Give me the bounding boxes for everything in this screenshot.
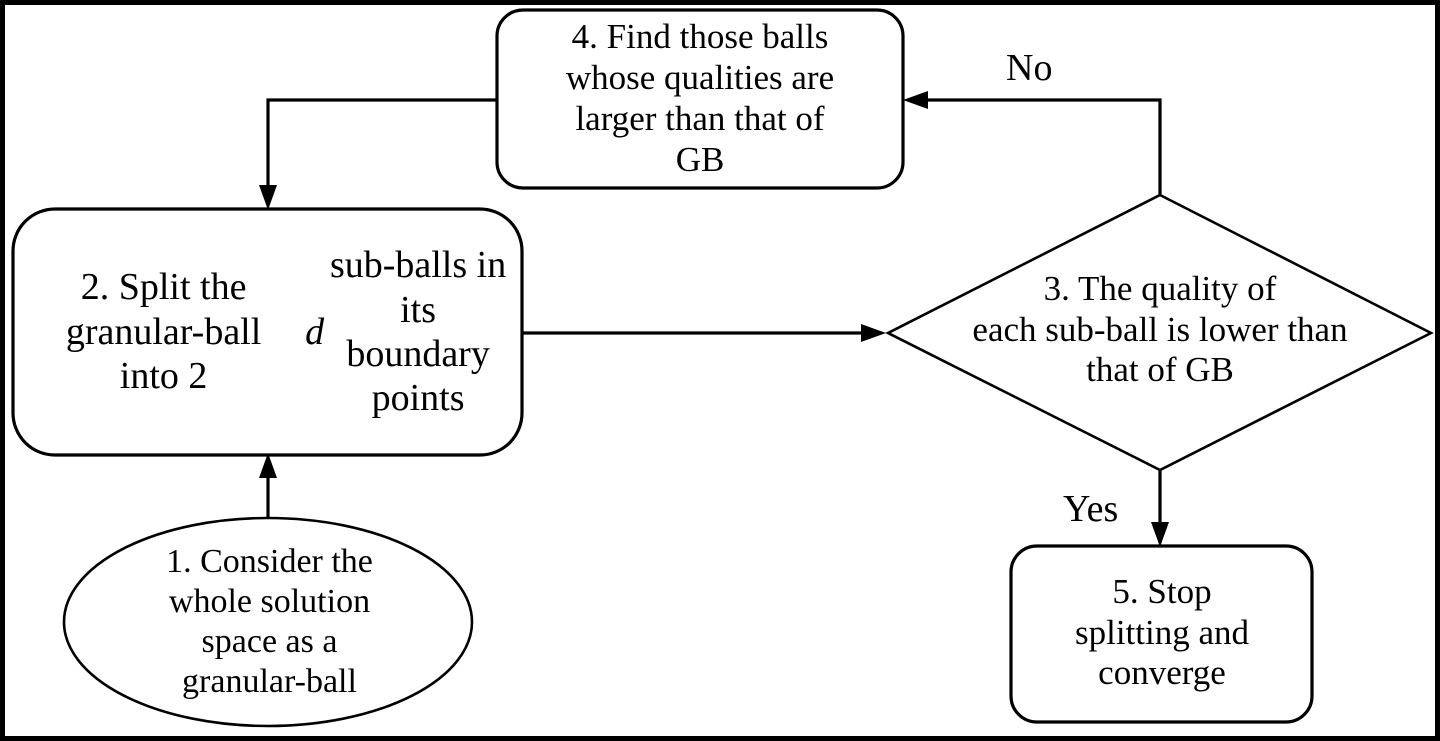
arrowhead-split-to-decision <box>861 324 886 342</box>
arrowhead-start-to-split <box>259 453 277 478</box>
node-shape-step4[interactable] <box>495 8 905 190</box>
node-shape-step3[interactable] <box>885 193 1434 472</box>
node-shape-step5[interactable] <box>1009 544 1314 724</box>
node-shape-step2[interactable] <box>11 207 524 457</box>
edge-find-to-split <box>266 98 497 196</box>
node-shape-step1[interactable] <box>62 516 474 728</box>
arrowhead-decision-yes <box>1151 522 1169 547</box>
edge-label-yes: Yes <box>1063 488 1119 530</box>
edge-label-no: No <box>1006 47 1053 89</box>
arrowhead-decision-no <box>903 91 928 109</box>
edge-decision-no <box>918 98 1162 195</box>
arrowhead-find-to-split <box>259 185 277 210</box>
